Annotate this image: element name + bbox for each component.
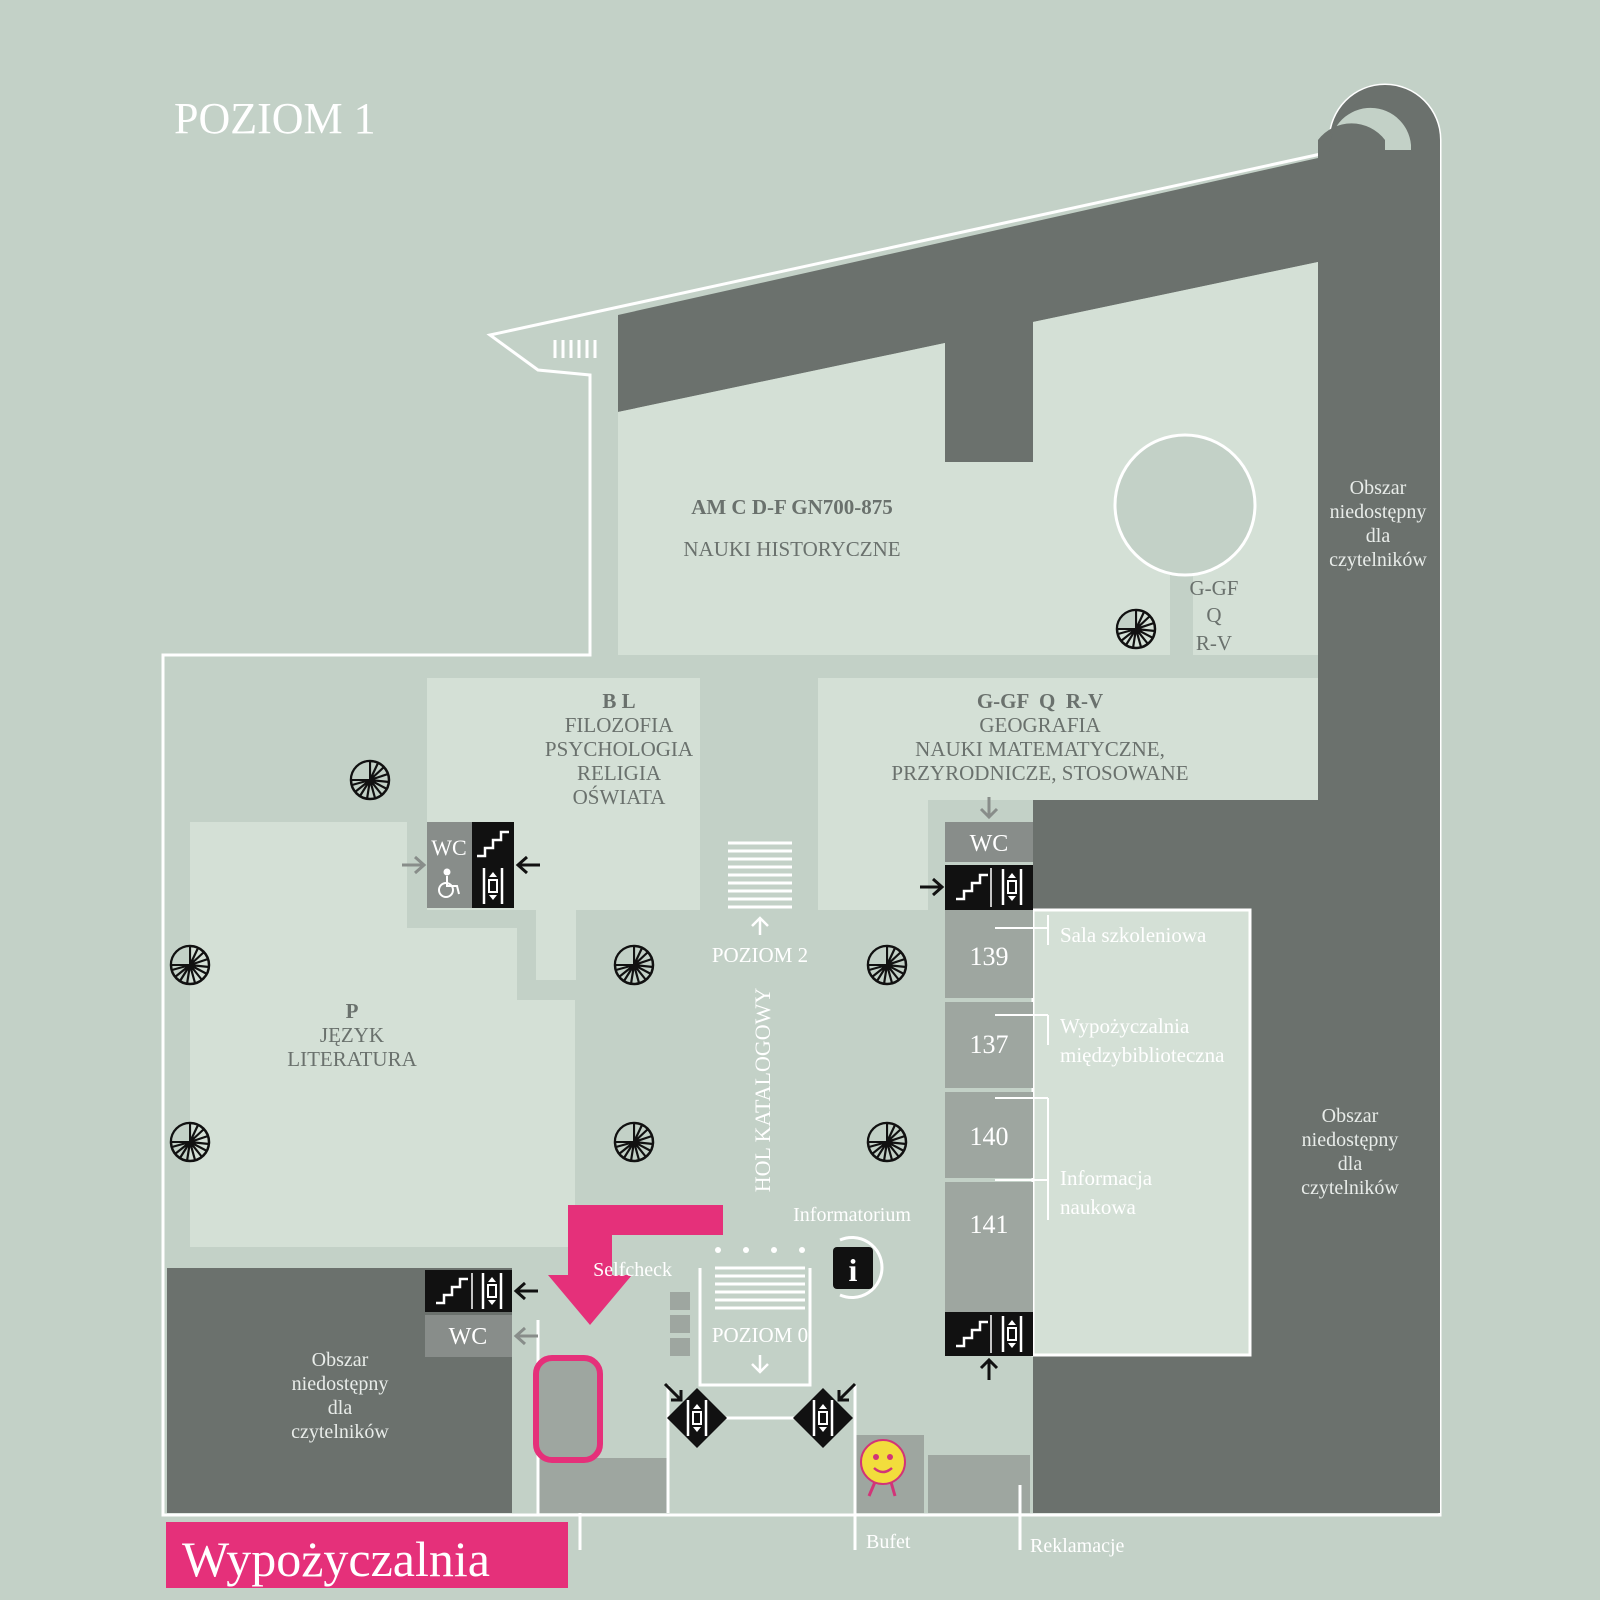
arrow-up-poziom-2 [751, 916, 769, 935]
room-name: naukowa [1060, 1195, 1136, 1219]
wheelchair-icon [438, 868, 460, 898]
arrow-right-icon [920, 877, 945, 897]
wc-label: WC [449, 1324, 488, 1350]
svg-text:niedostępny: niedostępny [1330, 501, 1427, 523]
svg-text:dla: dla [328, 1397, 353, 1419]
svg-text:Obszar: Obszar [1322, 1105, 1379, 1127]
room-bottom-a [538, 1458, 668, 1513]
label-poziom-0: POZIOM 0 [712, 1323, 808, 1347]
section-language-codes: P [346, 999, 359, 1023]
small-code: R-V [1196, 631, 1232, 655]
room-name: Informacja [1060, 1166, 1153, 1190]
room-number: 140 [970, 1122, 1009, 1151]
vent-marks [553, 340, 597, 358]
svg-text:niedostępny: niedostępny [1302, 1129, 1399, 1151]
svg-text:Obszar: Obszar [1350, 477, 1407, 499]
wc-label: WC [431, 835, 466, 860]
room-number: 141 [970, 1210, 1009, 1239]
wc-label: WC [970, 831, 1009, 857]
highlight-borrowing-desk[interactable] [533, 1355, 603, 1463]
arrow-up-icon [979, 1357, 999, 1380]
small-code: G-GF [1189, 576, 1238, 600]
svg-text:czytelników: czytelników [1329, 549, 1427, 571]
room-number: 137 [970, 1030, 1009, 1059]
svg-text:Obszar: Obszar [312, 1349, 369, 1371]
wc-stairs-block-lower-left: WC [425, 1270, 538, 1357]
room-name: Sala szkoleniowa [1060, 923, 1207, 947]
staircase-poziom-2 [728, 841, 792, 909]
booth-column [945, 910, 1033, 1312]
info-icon-glyph: i [849, 1252, 858, 1288]
room-reklamacje [928, 1455, 1030, 1513]
staircase-poziom-0 [715, 1266, 805, 1310]
section-philosophy-line: FILOZOFIA [565, 713, 674, 737]
highlight-label-bg [166, 1522, 568, 1588]
svg-text:dla: dla [1338, 1153, 1363, 1175]
room-number: 139 [970, 942, 1009, 971]
lift-diamond-left [663, 1382, 727, 1448]
stairs-lift-block-lower-right [945, 1312, 1033, 1380]
restricted-label-bottom-left: Obszar niedostępny dla czytelników [291, 1349, 389, 1443]
round-tower [1329, 85, 1440, 1513]
section-geography-line: PRZYRODNICZE, STOSOWANE [891, 761, 1188, 785]
room-pointer-lines [995, 915, 1049, 1220]
label-reklamacje: Reklamacje [1030, 1535, 1125, 1557]
svg-text:dla: dla [1366, 525, 1391, 547]
label-hol-katalogowy: HOL KATALOGOWY [750, 988, 775, 1193]
label-selfcheck: Selfcheck [593, 1259, 672, 1281]
label-bufet: Bufet [866, 1531, 911, 1553]
dots-row [715, 1247, 805, 1253]
highlight-label[interactable]: Wypożyczalnia [182, 1531, 490, 1587]
rooms-side-block [1031, 908, 1252, 1357]
label-poziom-2: POZIOM 2 [712, 943, 808, 967]
section-philosophy-line: OŚWIATA [573, 785, 667, 809]
small-code: Q [1206, 603, 1221, 627]
room-name: międzybiblioteczna [1060, 1043, 1225, 1067]
arrow-left-icon [513, 1326, 538, 1346]
smiley-logo-icon [860, 1439, 906, 1497]
arrow-left-icon [515, 855, 540, 875]
section-philosophy-line: PSYCHOLOGIA [545, 737, 694, 761]
arrow-down-poziom-0 [751, 1355, 769, 1374]
wc-stairs-block-right: WC [920, 797, 1033, 910]
svg-text:niedostępny: niedostępny [292, 1373, 389, 1395]
room-filozofia-lower [536, 905, 576, 980]
section-philosophy-codes: B L [602, 689, 635, 713]
lift-diamond-right [793, 1382, 857, 1448]
arrow-left-icon [513, 1281, 538, 1301]
svg-text:czytelników: czytelników [1301, 1177, 1399, 1199]
label-informatorium: Informatorium [793, 1204, 911, 1226]
section-historical-name: NAUKI HISTORYCZNE [683, 537, 900, 561]
section-language-line: JĘZYK [320, 1023, 384, 1047]
svg-text:czytelników: czytelników [291, 1421, 389, 1443]
info-desk-icon: i [833, 1236, 884, 1299]
room-geografia-lower [818, 795, 928, 910]
section-philosophy-line: RELIGIA [577, 761, 662, 785]
arrow-right-icon [402, 855, 427, 875]
arrow-down-icon [979, 797, 999, 820]
selfcheck-machines [670, 1292, 690, 1356]
section-historical-codes: AM C D-F GN700-875 [691, 495, 893, 519]
section-language-line: LITERATURA [287, 1047, 417, 1071]
highlight-arrow-icon [548, 1205, 723, 1325]
restricted-label-right: Obszar niedostępny dla czytelników [1301, 1105, 1399, 1199]
section-geography-line: GEOGRAFIA [979, 713, 1101, 737]
room-name: Wypożyczalnia [1060, 1014, 1190, 1038]
restricted-label-top: Obszar niedostępny dla czytelników [1329, 477, 1427, 571]
rotunda [1113, 433, 1257, 577]
page-title: POZIOM 1 [174, 94, 376, 143]
room-geografia [818, 678, 1318, 800]
wc-stairs-block-left: WC [402, 822, 540, 908]
room-jezyk-literatura [190, 822, 575, 1247]
section-geography-line: NAUKI MATEMATYCZNE, [915, 737, 1165, 761]
section-geography-codes: G-GF Q R-V [977, 689, 1103, 713]
